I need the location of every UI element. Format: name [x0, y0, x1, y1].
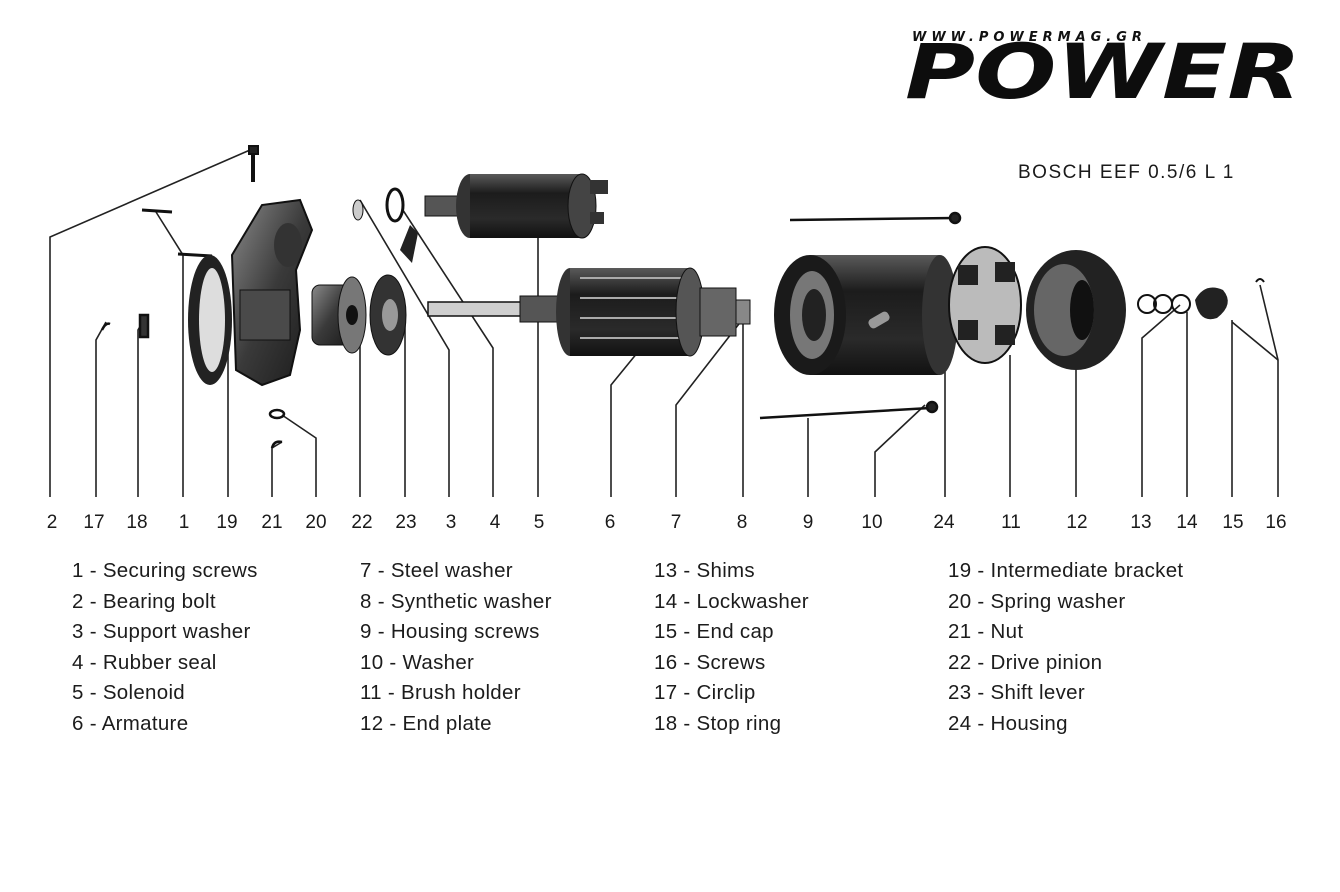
legend-item: 8 - Synthetic washer: [360, 589, 552, 613]
callout-label: 2: [46, 512, 58, 533]
callout-label: 6: [604, 512, 616, 533]
bearing-bolt: [248, 145, 259, 182]
callout-label: 23: [395, 512, 417, 533]
logo-url[interactable]: WWW.POWERMAG.GR: [912, 30, 1147, 45]
end-plate: [1026, 250, 1126, 370]
legend-item: 14 - Lockwasher: [654, 589, 809, 613]
callout-label: 8: [736, 512, 748, 533]
legend-item: 19 - Intermediate bracket: [948, 559, 1184, 582]
legend-item: 22 - Drive pinion: [948, 650, 1103, 674]
callout-label: 18: [126, 512, 148, 533]
legend-item: 11 - Brush holder: [360, 681, 521, 705]
callout-label: 24: [933, 512, 955, 533]
legend-item: 17 - Circlip: [654, 681, 756, 705]
callout-label: 15: [1222, 512, 1244, 533]
drive-pinion: [311, 276, 367, 354]
legend-item: 2 - Bearing bolt: [72, 589, 216, 613]
callout-label: 21: [261, 512, 283, 533]
legend-item: 20 - Spring washer: [948, 589, 1126, 613]
legend-item: 16 - Screws: [654, 650, 766, 674]
legend-item: 15 - End cap: [654, 620, 774, 644]
callout-label: 19: [216, 512, 238, 533]
legend-item: 7 - Steel washer: [360, 559, 513, 582]
callout-label: 1: [178, 512, 190, 533]
housing: [774, 255, 958, 375]
callout-label: 4: [489, 512, 501, 533]
legend-column-4: 19 - Intermediate bracket 20 - Spring wa…: [948, 556, 1183, 740]
legend-item: 5 - Solenoid: [72, 681, 186, 705]
callout-label: 5: [533, 512, 545, 533]
intermediate-bracket: [188, 198, 314, 387]
legend-item: 13 - Shims: [654, 559, 755, 582]
callout-label: 22: [351, 512, 373, 533]
callout-label: 11: [1001, 512, 1021, 533]
brush-holder: [948, 246, 1022, 364]
callout-label: 16: [1265, 512, 1287, 533]
callout-label: 10: [861, 512, 883, 533]
legend-item: 6 - Armature: [72, 711, 189, 735]
legend-item: 24 - Housing: [948, 711, 1068, 735]
callout-label: 13: [1130, 512, 1152, 533]
securing-screws: [141, 208, 213, 258]
shims-lockwasher: [1137, 294, 1191, 314]
small-clips: [100, 313, 286, 449]
washers-3-4: [352, 187, 405, 223]
model-title: BOSCH EEF 0.5/6 L 1: [1018, 162, 1235, 183]
callout-label: 14: [1176, 512, 1198, 533]
legend-item: 10 - Washer: [360, 650, 475, 674]
power-logo: POWER: [905, 36, 1301, 108]
legend-column-3: 13 - Shims 14 - Lockwasher 15 - End cap …: [654, 556, 809, 740]
callout-label: 7: [670, 512, 682, 533]
legend-item: 18 - Stop ring: [654, 711, 782, 735]
callout-label: 3: [445, 512, 457, 533]
housing-screws: [759, 211, 962, 420]
shift-lever: [369, 225, 418, 356]
legend-item: 12 - End plate: [360, 711, 492, 735]
legend-item: 9 - Housing screws: [360, 620, 540, 644]
end-cap: [1195, 278, 1265, 320]
legend-column-1: 1 - Securing screws 2 - Bearing bolt 3 -…: [72, 556, 258, 740]
solenoid: [424, 173, 608, 239]
legend-item: 23 - Shift lever: [948, 681, 1085, 705]
callout-label: 12: [1066, 512, 1088, 533]
callout-label: 20: [305, 512, 327, 533]
legend-item: 4 - Rubber seal: [72, 650, 217, 674]
callout-label: 17: [83, 512, 105, 533]
callout-label: 9: [802, 512, 814, 533]
legend-column-2: 7 - Steel washer 8 - Synthetic washer 9 …: [360, 556, 552, 740]
legend-item: 1 - Securing screws: [72, 559, 258, 582]
armature: [427, 267, 751, 357]
legend-item: 21 - Nut: [948, 620, 1024, 644]
legend-item: 3 - Support washer: [72, 620, 251, 644]
logo-word: POWER: [905, 36, 1301, 108]
